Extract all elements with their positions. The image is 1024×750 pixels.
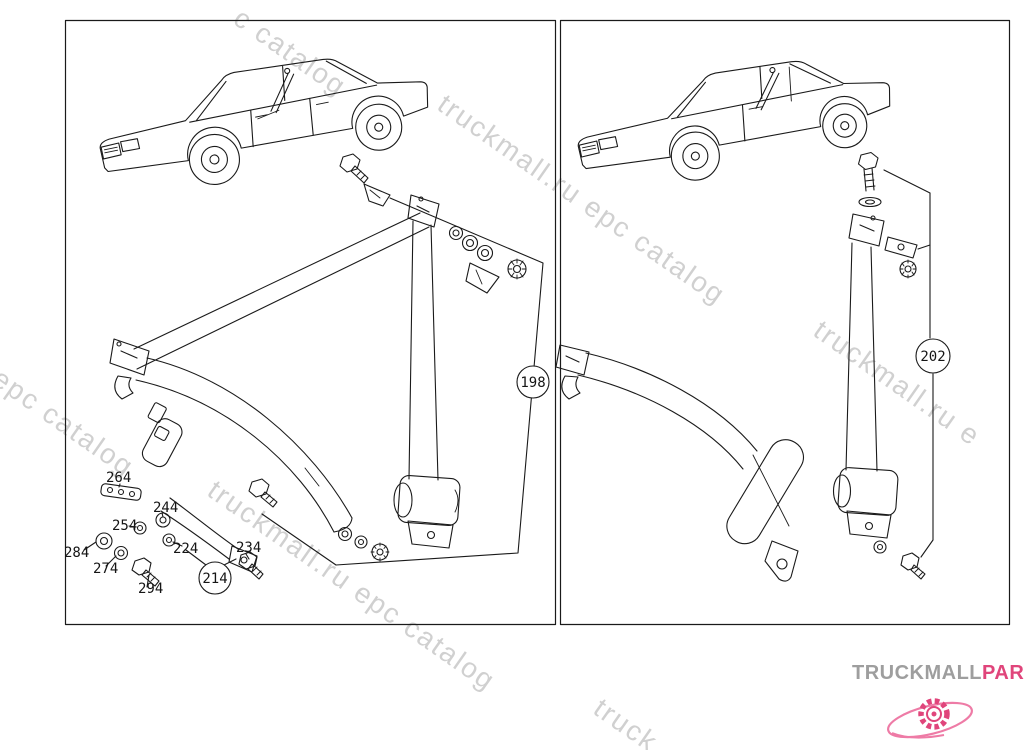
part-label-264[interactable]: 264 <box>106 470 131 486</box>
belt-guide-sleeve <box>726 439 805 545</box>
anchor-hook <box>561 375 581 400</box>
belt-location-sketch <box>257 67 295 120</box>
seatbelt-assembly-right <box>555 151 934 582</box>
shoulder-belt-webbing <box>585 352 758 452</box>
washer-icon <box>858 196 882 208</box>
belt-retractor <box>832 467 899 539</box>
shoulder-belt-vertical <box>870 246 878 472</box>
leader-line <box>83 483 250 588</box>
shoulder-belt-vertical <box>845 242 853 471</box>
seatbelt-assembly-left <box>83 153 544 588</box>
brand-logo: TRUCKMALLPARTS <box>852 662 1024 745</box>
washer-icon <box>133 521 147 535</box>
callout-202-label: 202 <box>920 349 945 365</box>
bolt-icon <box>900 552 926 580</box>
bracket-fitting <box>363 183 391 207</box>
panel-right-border <box>559 19 1011 626</box>
anchor-hook <box>114 375 134 400</box>
top-anchor-fitting <box>848 213 885 247</box>
lock-washer-icon <box>899 259 917 279</box>
car-sedan-illustration <box>99 58 429 186</box>
washer-icon <box>873 540 887 554</box>
part-label-224[interactable]: 224 <box>173 541 198 557</box>
brand-name-accent: PARTS <box>982 662 1024 684</box>
leader-line <box>883 169 934 558</box>
brand-name-gray: TRUCKMALL <box>852 662 983 684</box>
shoulder-belt-vertical <box>430 224 439 481</box>
part-label-244[interactable]: 244 <box>153 500 178 516</box>
part-label-274[interactable]: 274 <box>93 561 118 577</box>
washer-icon <box>448 225 464 241</box>
washer-icon <box>113 545 129 561</box>
belt-buckle <box>141 402 183 468</box>
callout-202[interactable]: 202 <box>915 338 951 374</box>
clip-bracket <box>465 262 500 294</box>
washer-icon <box>354 535 368 549</box>
callout-198[interactable]: 198 <box>516 365 550 399</box>
shoulder-belt-webbing <box>133 212 421 350</box>
shoulder-belt-webbing <box>136 226 430 370</box>
lock-washer-icon <box>370 542 390 562</box>
upper-anchor-plate <box>555 344 590 376</box>
nut-icon <box>162 533 176 547</box>
clip-bracket <box>884 236 918 259</box>
anchor-plate <box>100 483 142 501</box>
callout-214-label: 214 <box>202 571 227 587</box>
buckle-stalk <box>764 540 799 582</box>
callout-198-label: 198 <box>520 375 545 391</box>
car-coupe-illustration <box>577 60 891 181</box>
lock-washer-icon <box>507 258 527 280</box>
shoulder-belt-webbing <box>577 374 744 470</box>
brand-logo-text: TRUCKMALLPARTS <box>852 662 1024 685</box>
top-anchor-fitting <box>407 194 440 228</box>
mounting-board <box>261 197 544 566</box>
bolt-icon <box>857 151 879 192</box>
upper-anchor-plate <box>109 338 150 376</box>
washer-icon <box>461 234 479 252</box>
callout-214[interactable]: 214 <box>198 561 232 595</box>
lap-belt-webbing <box>135 357 353 533</box>
belt-location-sketch <box>755 66 792 111</box>
washer-icon <box>476 244 494 262</box>
part-label-294[interactable]: 294 <box>138 581 163 597</box>
panel-left-border <box>64 19 557 626</box>
shoulder-belt-vertical <box>408 220 414 480</box>
washer-icon <box>337 526 353 542</box>
part-label-234[interactable]: 234 <box>236 540 261 556</box>
washer-icon <box>95 532 113 550</box>
part-label-284[interactable]: 284 <box>64 545 89 561</box>
bolt-icon <box>238 551 264 580</box>
belt-retractor <box>393 475 461 549</box>
part-label-254[interactable]: 254 <box>112 518 137 534</box>
bolt-icon <box>339 153 369 184</box>
logo-gear-icon <box>887 698 973 739</box>
bolt-icon <box>248 478 278 508</box>
